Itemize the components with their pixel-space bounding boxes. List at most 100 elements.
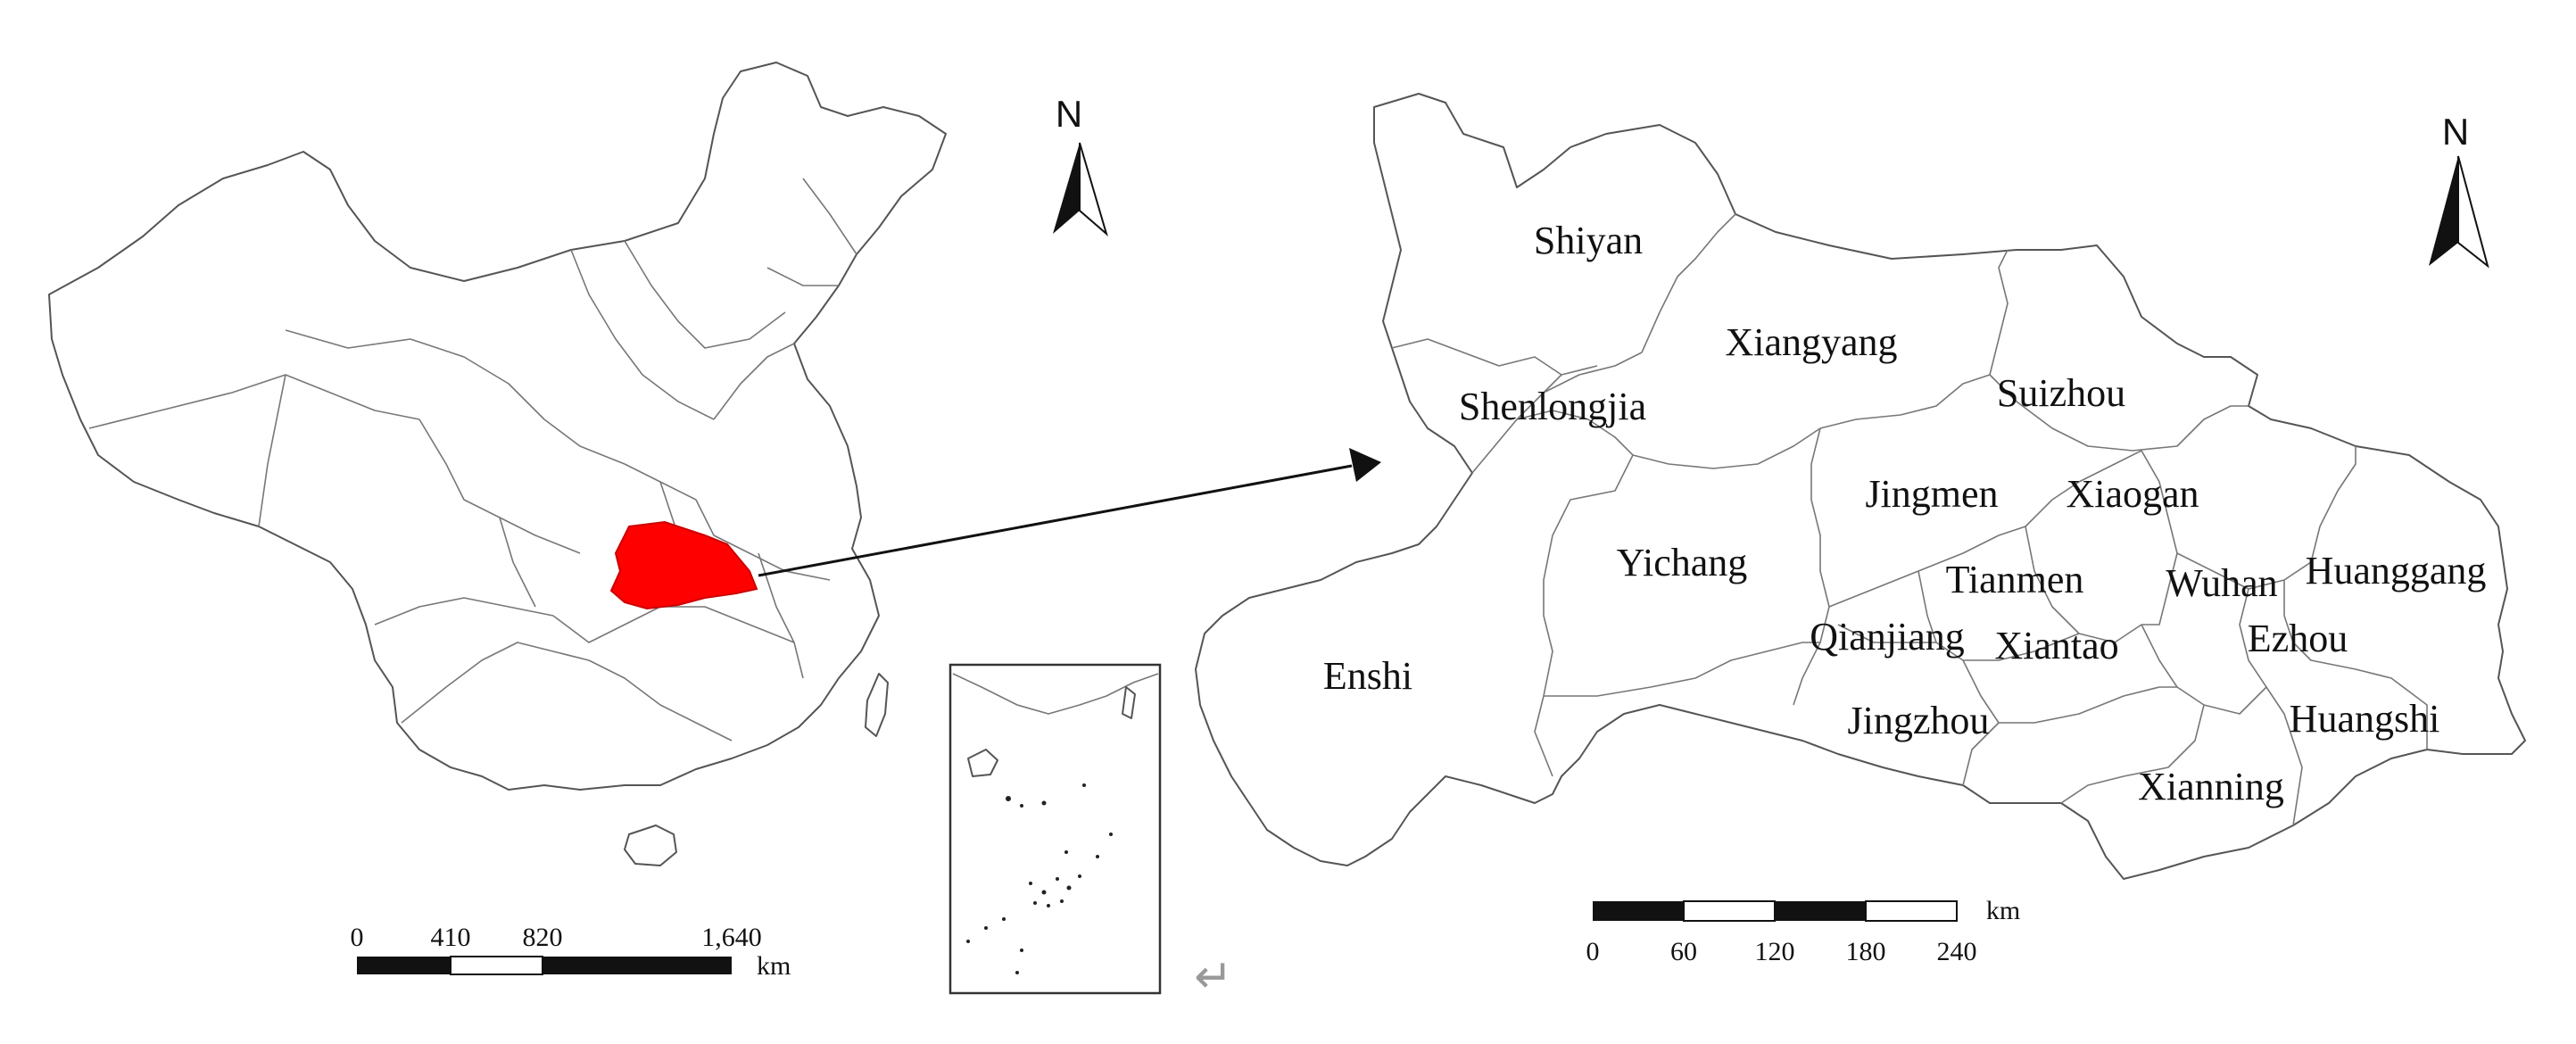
china-outline [48, 62, 947, 791]
prefecture-border [1641, 213, 1736, 353]
prefecture-border [1544, 642, 1820, 697]
prefecture-border [1793, 427, 1830, 706]
city-label-huanggang: Huanggang [2306, 549, 2487, 592]
city-label-ezhou: Ezhou [2248, 617, 2348, 660]
return-mark-icon: ↵ [1194, 950, 1233, 1004]
taiwan-island [865, 673, 889, 737]
city-label-jingzhou: Jingzhou [1848, 699, 1990, 742]
hubei-outline [1195, 93, 2526, 880]
city-label-yichang: Yichang [1617, 541, 1748, 584]
inset-coastline [952, 673, 1159, 715]
prefecture-border [2176, 446, 2357, 590]
province-border [88, 374, 420, 429]
scale-tick-label: 120 [1755, 937, 1795, 966]
prefecture-border [1516, 410, 1634, 456]
prefecture-border [1819, 374, 1991, 429]
prefecture-border [2141, 624, 2267, 715]
city-label-xiangyang: Xiangyang [1725, 320, 1897, 364]
province-border [374, 597, 554, 626]
north-arrow-icon [2457, 155, 2489, 269]
province-border [418, 418, 581, 554]
city-label-enshi: Enshi [1323, 654, 1412, 698]
scale-tick-label: 0 [351, 923, 364, 952]
hubei-highlight [609, 520, 758, 610]
scale-segment [1865, 900, 1958, 922]
province-border [543, 418, 697, 501]
province-border [401, 642, 590, 724]
province-border [285, 329, 545, 420]
city-labels: Shiyan Xiangyang Suizhou Shenlongjia Jin… [1323, 219, 2487, 808]
city-label-xiantao: Xiantao [1994, 624, 2118, 667]
city-label-xianning: Xianning [2138, 765, 2284, 808]
prefecture-border [1989, 249, 2009, 376]
prefecture-border [1837, 624, 1936, 643]
north-arrow-icon [2429, 156, 2458, 266]
prefecture-border [1989, 374, 2249, 452]
prefecture-border [1534, 454, 1634, 777]
scale-segment [1775, 901, 1866, 921]
scale-segment [450, 956, 543, 975]
china-map: N 0 410 820 1,640 km [48, 62, 1381, 981]
province-border [570, 249, 715, 420]
hubei-map: Shiyan Xiangyang Suizhou Shenlongjia Jin… [1195, 93, 2526, 966]
province-border [766, 267, 839, 286]
hainan-island [624, 824, 677, 866]
pointer-arrowhead [1349, 448, 1381, 482]
province-border [802, 178, 857, 255]
prefecture-border [1391, 338, 1562, 376]
scale-tick-label: 820 [523, 923, 563, 952]
scale-unit-label: km [1986, 896, 2020, 925]
city-label-suizhou: Suizhou [1997, 371, 2125, 415]
prefecture-border [1828, 526, 2026, 608]
prefecture-border [2025, 526, 2142, 643]
hubei-scale-bar: 0 60 120 180 240 km [1586, 896, 2021, 966]
city-label-shiyan: Shiyan [1534, 219, 1643, 262]
inset-hainan [967, 749, 998, 777]
city-label-huangshi: Huangshi [2290, 697, 2440, 741]
prefecture-border [2060, 704, 2205, 804]
scale-segment [357, 957, 451, 974]
province-border [499, 517, 536, 608]
prefecture-border [1962, 722, 2000, 786]
china-north-arrow: N [1053, 93, 1108, 236]
city-label-xiaogan: Xiaogan [2066, 472, 2199, 516]
north-label: N [2442, 111, 2469, 153]
north-arrow-icon [1053, 143, 1080, 234]
prefecture-border [1962, 659, 2177, 724]
scale-tick-label: 410 [431, 923, 471, 952]
pointer-arrow [758, 464, 1353, 577]
prefecture-border [1632, 427, 1821, 469]
scale-segment [1593, 901, 1684, 921]
prefecture-border [2025, 450, 2142, 527]
scale-tick-label: 0 [1586, 937, 1600, 966]
province-border [552, 606, 795, 643]
city-label-wuhan: Wuhan [2166, 561, 2277, 605]
province-border [713, 343, 795, 420]
province-border [258, 374, 286, 527]
province-border [624, 240, 786, 349]
prefecture-border [1471, 352, 1643, 474]
inset-frame [948, 663, 1162, 995]
city-label-tianmen: Tianmen [1946, 558, 2084, 601]
south-china-sea-inset [948, 663, 1162, 995]
inset-taiwan [1122, 686, 1136, 719]
scale-unit-label: km [757, 951, 791, 981]
scale-tick-label: 180 [1846, 937, 1886, 966]
province-border [695, 499, 831, 581]
hubei-north-arrow: N [2429, 111, 2489, 269]
scale-tick-label: 240 [1937, 937, 1977, 966]
province-border [758, 552, 804, 679]
scale-segment [1683, 900, 1776, 922]
scale-segment [543, 957, 732, 974]
north-label: N [1056, 93, 1082, 135]
inset-islands [966, 783, 1113, 974]
scale-tick-label: 60 [1670, 937, 1697, 966]
prefecture-border [2239, 588, 2303, 826]
prefecture-border [2283, 580, 2428, 750]
scale-tick-label: 1,640 [701, 923, 762, 952]
province-border [588, 659, 733, 742]
china-scale-bar: 0 410 820 1,640 km [351, 923, 791, 981]
city-label-jingmen: Jingmen [1865, 472, 1998, 516]
